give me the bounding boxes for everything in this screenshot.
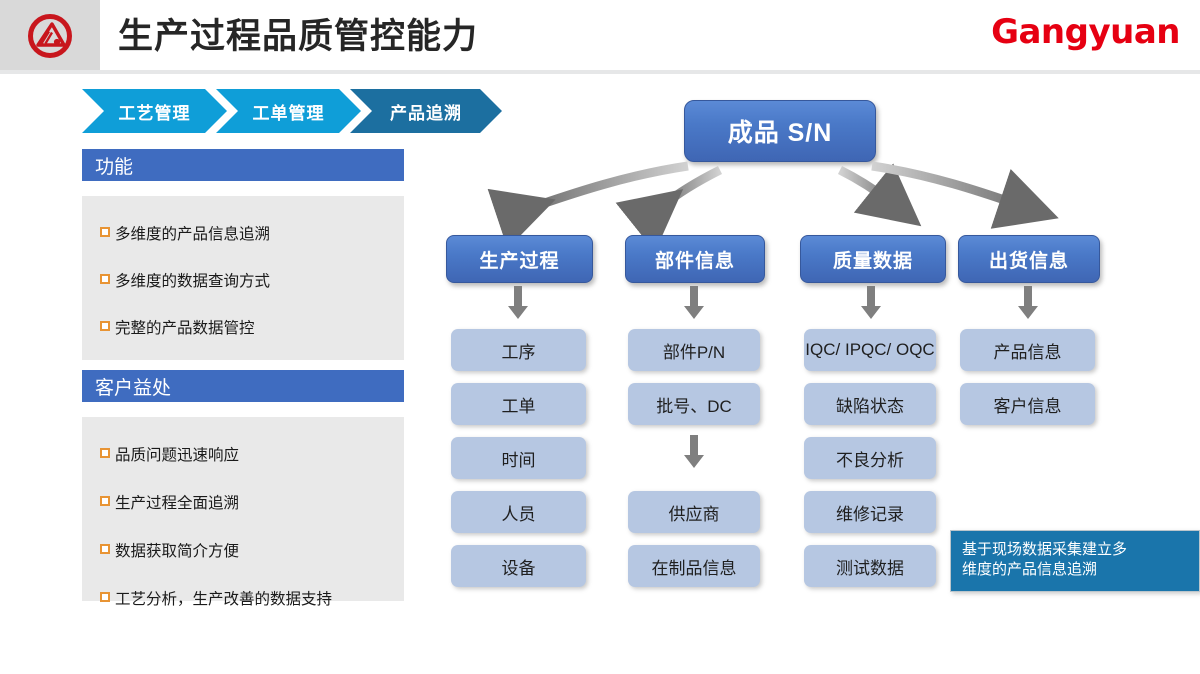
tab-label: 产品追溯 bbox=[390, 103, 462, 123]
list-item-label: 工艺分析，生产改善的数据支持 bbox=[115, 591, 333, 608]
callout-line-1: 基于现场数据采集建立多 bbox=[962, 541, 1128, 558]
panel-body-function: 多维度的产品信息追溯 多维度的数据查询方式 完整的产品数据管控 bbox=[82, 196, 404, 360]
callout-note: 基于现场数据采集建立多 维度的产品信息追溯 bbox=[950, 530, 1200, 592]
panel-header-benefits: 客户益处 bbox=[82, 370, 404, 402]
node-label: 出货信息 bbox=[988, 250, 1069, 272]
item-shebei[interactable]: 设备 bbox=[451, 545, 586, 587]
item-label: 工序 bbox=[501, 342, 536, 362]
list-item[interactable]: 多维度的数据查询方式 bbox=[82, 269, 404, 291]
tab-gongyi-guanli[interactable]: 工艺管理 bbox=[82, 89, 227, 133]
item-label: 不良分析 bbox=[836, 450, 904, 470]
item-label: 人员 bbox=[501, 504, 536, 524]
down-arrow-icon bbox=[1017, 286, 1039, 320]
item-product-info[interactable]: 产品信息 bbox=[960, 329, 1095, 371]
node-label: 部件信息 bbox=[654, 250, 735, 272]
list-item-label: 数据获取简介方便 bbox=[115, 543, 240, 560]
item-defect-status[interactable]: 缺陷状态 bbox=[804, 383, 936, 425]
node-label: 质量数据 bbox=[832, 250, 913, 272]
square-bullet-icon bbox=[100, 592, 110, 602]
list-item[interactable]: 完整的产品数据管控 bbox=[82, 316, 404, 338]
item-gongxu[interactable]: 工序 bbox=[451, 329, 586, 371]
list-item-label: 品质问题迅速响应 bbox=[115, 447, 240, 464]
list-item-label: 多维度的产品信息追溯 bbox=[115, 226, 271, 243]
list-item-label: 完整的产品数据管控 bbox=[115, 320, 255, 337]
item-repair-record[interactable]: 维修记录 bbox=[804, 491, 936, 533]
item-component-pn[interactable]: 部件P/N bbox=[628, 329, 760, 371]
item-defect-analysis[interactable]: 不良分析 bbox=[804, 437, 936, 479]
list-item-label: 多维度的数据查询方式 bbox=[115, 273, 271, 290]
item-label: 缺陷状态 bbox=[836, 396, 904, 416]
panel-title: 功能 bbox=[95, 156, 134, 178]
callout-line-2: 维度的产品信息追溯 bbox=[962, 561, 1098, 579]
header-divider bbox=[0, 70, 1200, 74]
item-label: 工单 bbox=[501, 396, 536, 416]
item-wip-info[interactable]: 在制品信息 bbox=[628, 545, 760, 587]
down-arrow-icon bbox=[683, 286, 705, 320]
node-label: 生产过程 bbox=[479, 250, 560, 272]
square-bullet-icon bbox=[100, 448, 110, 458]
square-bullet-icon bbox=[100, 544, 110, 554]
list-item[interactable]: 品质问题迅速响应 bbox=[82, 443, 404, 465]
item-gongdan[interactable]: 工单 bbox=[451, 383, 586, 425]
node-category-shipment-info[interactable]: 出货信息 bbox=[958, 235, 1100, 283]
item-test-data[interactable]: 测试数据 bbox=[804, 545, 936, 587]
tab-gongdan-guanli[interactable]: 工单管理 bbox=[216, 89, 361, 133]
square-bullet-icon bbox=[100, 321, 110, 331]
item-lot-dc[interactable]: 批号、DC bbox=[628, 383, 760, 425]
gangyuan-circle-logo-icon bbox=[22, 13, 78, 59]
item-iqc-ipqc-oqc[interactable]: IQC/ IPQC/ OQC bbox=[804, 329, 936, 371]
item-supplier[interactable]: 供应商 bbox=[628, 491, 760, 533]
page-title: 生产过程品质管控能力 bbox=[118, 17, 479, 56]
panel-title: 客户益处 bbox=[95, 377, 172, 399]
list-item[interactable]: 工艺分析，生产改善的数据支持 bbox=[82, 587, 404, 609]
tab-chanpin-zhuisu[interactable]: 产品追溯 bbox=[350, 89, 502, 133]
square-bullet-icon bbox=[100, 496, 110, 506]
list-item-label: 生产过程全面追溯 bbox=[115, 495, 240, 512]
item-label: 时间 bbox=[501, 450, 536, 470]
down-arrow-icon bbox=[507, 286, 529, 320]
item-label: 供应商 bbox=[668, 504, 720, 524]
traceability-diagram: 成品 S/N bbox=[420, 80, 1200, 640]
list-item[interactable]: 生产过程全面追溯 bbox=[82, 491, 404, 513]
item-label: 客户信息 bbox=[993, 396, 1062, 416]
item-label: 产品信息 bbox=[993, 342, 1062, 362]
list-item[interactable]: 多维度的产品信息追溯 bbox=[82, 222, 404, 244]
item-label: 测试数据 bbox=[836, 558, 904, 578]
panel-body-benefits: 品质问题迅速响应 生产过程全面追溯 数据获取简介方便 工艺分析，生产改善的数据支… bbox=[82, 417, 404, 608]
down-arrow-icon bbox=[860, 286, 882, 320]
item-label: 维修记录 bbox=[836, 504, 904, 524]
tab-label: 工艺管理 bbox=[118, 103, 191, 123]
node-category-component-info[interactable]: 部件信息 bbox=[625, 235, 765, 283]
item-label: 设备 bbox=[501, 558, 536, 578]
down-arrow-icon bbox=[683, 435, 705, 469]
item-label: IQC/ IPQC/ OQC bbox=[805, 340, 935, 359]
item-shijian[interactable]: 时间 bbox=[451, 437, 586, 479]
square-bullet-icon bbox=[100, 227, 110, 237]
item-label: 部件P/N bbox=[662, 342, 726, 362]
item-customer-info[interactable]: 客户信息 bbox=[960, 383, 1095, 425]
item-label: 在制品信息 bbox=[651, 558, 737, 578]
panel-header-function: 功能 bbox=[82, 149, 404, 181]
node-label: 成品 S/N bbox=[727, 119, 833, 147]
node-category-quality-data[interactable]: 质量数据 bbox=[800, 235, 946, 283]
node-finished-good-sn[interactable]: 成品 S/N bbox=[684, 100, 876, 162]
item-renyuan[interactable]: 人员 bbox=[451, 491, 586, 533]
square-bullet-icon bbox=[100, 274, 110, 284]
brand-wordmark: Gangyuan bbox=[991, 12, 1180, 52]
tab-label: 工单管理 bbox=[252, 103, 325, 123]
list-item[interactable]: 数据获取简介方便 bbox=[82, 539, 404, 561]
node-category-production-process[interactable]: 生产过程 bbox=[446, 235, 593, 283]
item-label: 批号、DC bbox=[656, 396, 732, 416]
